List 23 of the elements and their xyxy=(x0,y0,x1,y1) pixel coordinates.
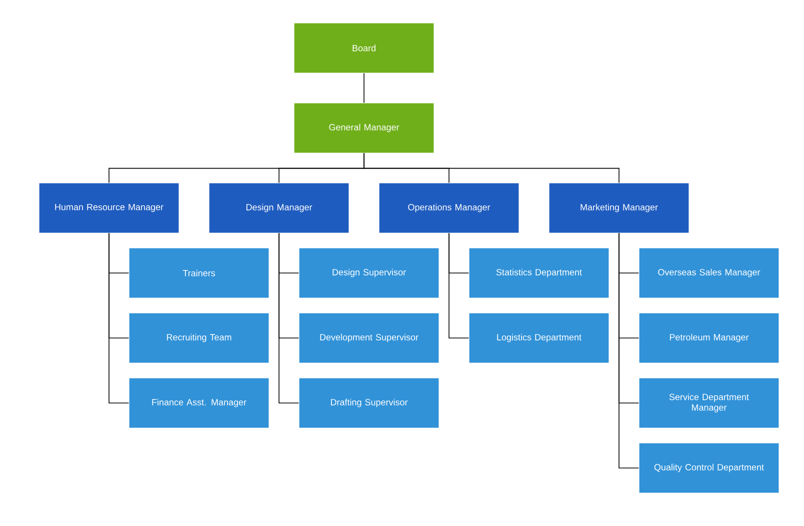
executive-box: Board xyxy=(294,22,434,74)
department-box: Recruiting Team xyxy=(128,312,270,364)
connector-line xyxy=(364,152,620,184)
department-box: Petroleum Manager xyxy=(638,312,780,364)
connector-line xyxy=(448,232,470,338)
manager-box: Human Resource Manager xyxy=(38,182,180,234)
department-box: Design Supervisor xyxy=(298,248,440,298)
connector-line xyxy=(618,232,640,468)
department-box: Trainers xyxy=(128,248,270,298)
department-box: Drafting Supervisor xyxy=(298,378,440,428)
department-box: Finance Asst. Manager xyxy=(128,378,270,428)
department-box: Overseas Sales Manager xyxy=(638,248,780,298)
connector-line xyxy=(108,232,130,404)
manager-box: Operations Manager xyxy=(378,182,520,234)
department-box: Statistics Department xyxy=(468,248,610,298)
department-box: Development Supervisor xyxy=(298,312,440,364)
manager-box: Marketing Manager xyxy=(548,182,690,234)
department-box: Service Department Manager xyxy=(638,378,780,428)
connector-line xyxy=(278,232,300,404)
executive-box: General Manager xyxy=(294,102,434,154)
manager-box: Design Manager xyxy=(208,182,350,234)
department-box: Quality Control Department xyxy=(638,442,780,494)
department-box: Logistics Department xyxy=(468,312,610,364)
